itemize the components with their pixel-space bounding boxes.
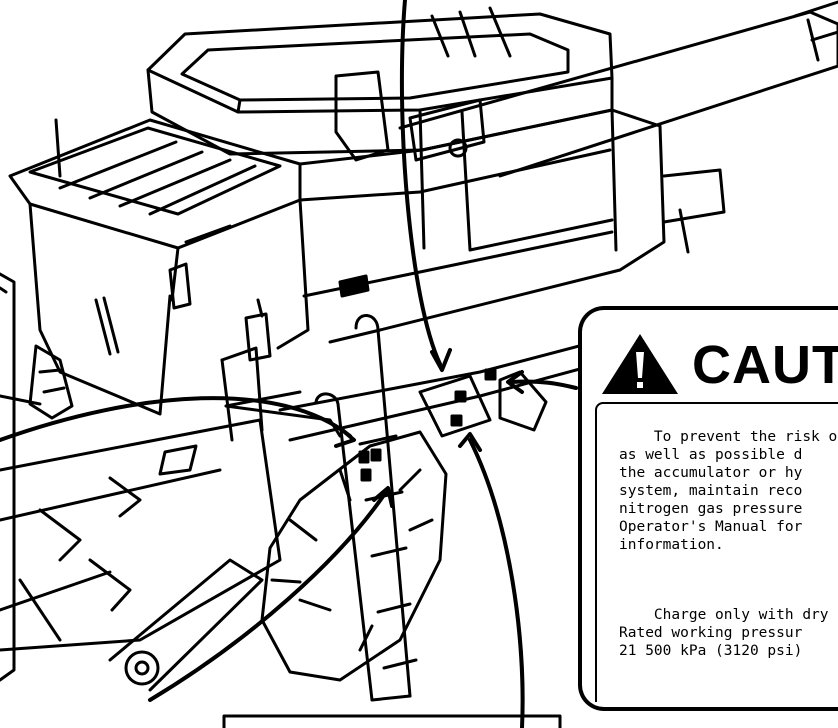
ladder bbox=[224, 314, 418, 702]
drive-wheel bbox=[260, 430, 448, 682]
caution-decal: CAUT To prevent the risk o as well as po… bbox=[578, 306, 838, 711]
unloading-auger bbox=[398, 0, 838, 178]
header bbox=[0, 394, 282, 692]
left-tire bbox=[28, 344, 74, 420]
machine-body bbox=[168, 70, 726, 344]
mirror-and-rails bbox=[220, 298, 272, 442]
caution-text: To prevent the risk o as well as possibl… bbox=[595, 402, 838, 702]
callout-arrows bbox=[0, 0, 578, 728]
bottom-inset-frame bbox=[222, 714, 562, 728]
caution-title: CAUT bbox=[692, 335, 838, 395]
warning-triangle-icon bbox=[602, 334, 678, 394]
grain-tank bbox=[146, 6, 614, 156]
caution-paragraph-1: To prevent the risk o as well as possibl… bbox=[619, 429, 838, 553]
caution-paragraph-2: Charge only with dry Rated working press… bbox=[619, 607, 829, 659]
left-inset-frame bbox=[0, 272, 16, 682]
